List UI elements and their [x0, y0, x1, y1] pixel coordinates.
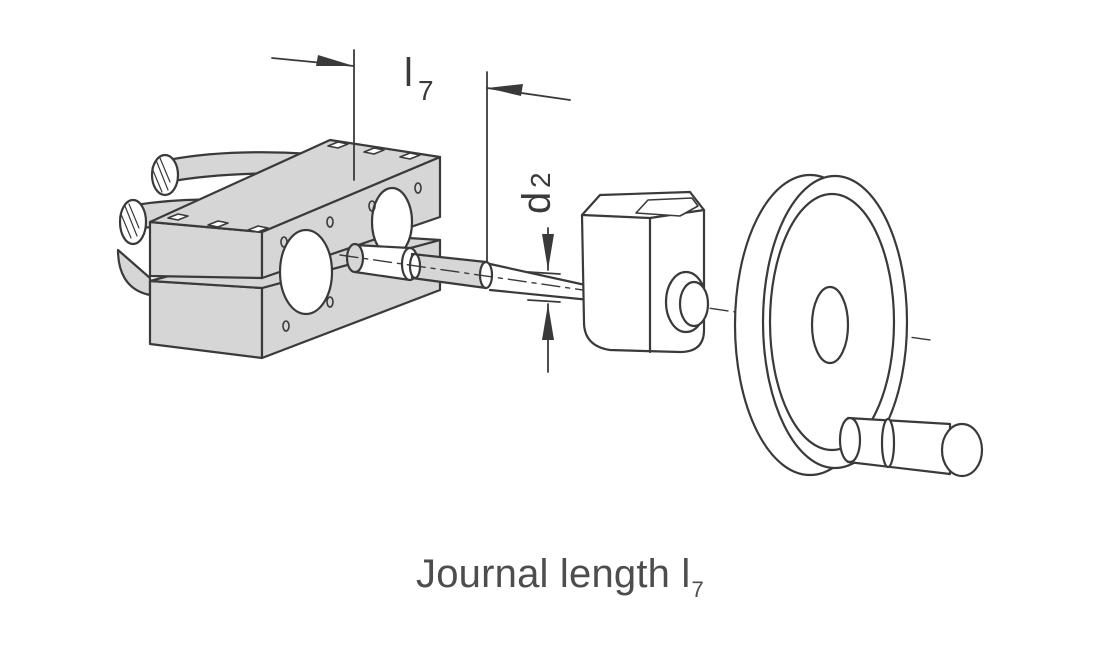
label-l7: l 7	[404, 51, 434, 106]
dimension-l7	[271, 49, 571, 263]
label-d2: d 2	[515, 172, 559, 214]
svg-text:7: 7	[418, 75, 434, 106]
svg-text:d: d	[515, 192, 559, 214]
svg-text:l: l	[404, 51, 413, 95]
caption-subscript: 7	[691, 577, 704, 602]
dimension-d2	[527, 227, 561, 373]
position-indicator	[580, 190, 710, 354]
handwheel	[733, 173, 984, 478]
caption-text: Journal length l	[416, 552, 691, 596]
svg-text:2: 2	[525, 172, 556, 188]
figure-caption: Journal length l7	[0, 552, 1120, 603]
